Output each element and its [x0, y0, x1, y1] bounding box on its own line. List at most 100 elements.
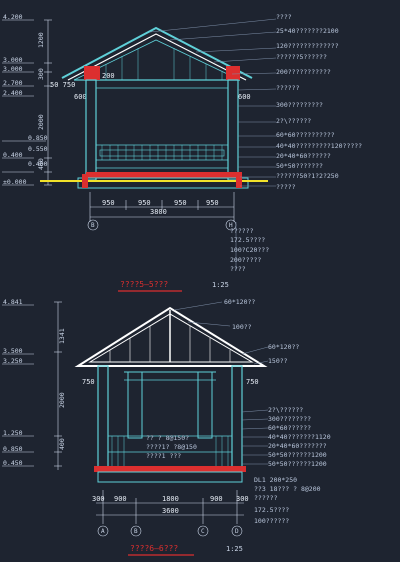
callout-note: ?????? — [276, 84, 300, 92]
mark-label: 750 — [82, 378, 95, 386]
level-label: 1.250 — [3, 429, 23, 437]
callout-note: 300???????? — [268, 415, 311, 423]
dimension-label: 950 — [102, 199, 115, 207]
callout-note: 200????? — [230, 256, 261, 264]
dl-note: DL1 200*250 — [254, 476, 297, 484]
callout-note: 60*60?????? — [268, 424, 311, 432]
dimension-label: 400 — [58, 438, 66, 450]
axis-bubble — [197, 525, 209, 537]
level-label: 2.700 — [3, 79, 23, 87]
dimension-label: 1800 — [162, 495, 179, 503]
callout-note: 2?\?????? — [276, 117, 311, 125]
center-note: ????1 ??? — [146, 452, 181, 460]
roof-note: 60*120?? — [268, 343, 299, 351]
axis-label: A — [101, 528, 105, 535]
axis-bubble — [97, 525, 109, 537]
total-dimension: 3600 — [162, 507, 179, 515]
dl-note: ??3 18??? ? 8@200 — [254, 485, 321, 493]
callout-note: ???? — [230, 265, 246, 273]
dimension-label: 400 — [37, 158, 45, 170]
center-note: ?? ? 8@150? — [146, 434, 189, 442]
dimension-label: 950 — [138, 199, 151, 207]
level-label: ±0.000 — [3, 178, 27, 186]
top-leaders — [149, 18, 277, 270]
level-label: 0.850 — [3, 445, 23, 453]
roof-note: 150?? — [268, 357, 288, 365]
level-label: 0.400 — [3, 151, 23, 159]
callout-note: 50*50??????1200 — [268, 460, 327, 468]
dl-note: ?????? — [254, 494, 278, 502]
callout-note: 20*40*60??????? — [268, 442, 327, 450]
center-note: ????1? ?8@150 — [146, 443, 197, 451]
level-label: 0.400 — [28, 160, 48, 168]
dimension-label: 300 — [37, 68, 45, 80]
callout-note: 172.5???? — [230, 236, 265, 244]
axis-label: C — [201, 528, 205, 535]
bottom-bottom-dimension — [96, 490, 244, 524]
axis-label: D — [235, 528, 239, 535]
axis-label: H — [229, 222, 233, 229]
callout-note: 40*40???????1120 — [268, 433, 331, 441]
callout-note: 100?????? — [254, 517, 289, 525]
section-top: 4.200 3.000 3.000 2.700 2.400 0.850 0.55… — [2, 13, 362, 292]
mark-label: 750 — [246, 378, 259, 386]
callout-note: 60*60?????????? — [276, 131, 335, 139]
beam-red — [86, 172, 242, 178]
top-columns — [85, 79, 239, 181]
scale-label: 1:25 — [226, 545, 243, 553]
callout-note: 50*50??????? — [276, 162, 323, 170]
mark-label: 300 — [236, 495, 249, 503]
foundation — [77, 177, 249, 189]
mark-label: 600 — [238, 93, 251, 101]
section-bottom: 4.841 3.500 3.250 1.250 0.850 0.450 1341… — [2, 298, 331, 556]
dimension-label: 900 — [114, 495, 127, 503]
scale-label: 1:25 — [212, 281, 229, 289]
section-title: ????5—5??? — [120, 280, 168, 289]
foundation — [97, 471, 243, 483]
level-label: 4.200 — [3, 13, 23, 21]
callout-note: ?????? — [230, 227, 254, 235]
callout-note: ??????50?1?2?250 — [276, 172, 339, 180]
level-label: 0.550 — [28, 145, 48, 153]
bottom-columns — [97, 365, 243, 471]
total-dimension: 3800 — [150, 208, 167, 216]
roof-note: 100?? — [232, 323, 252, 331]
callout-note: 172.5???? — [254, 506, 289, 514]
dimension-label: 900 — [210, 495, 223, 503]
level-label: 3.500 — [3, 347, 23, 355]
mark-label: 50 750 — [50, 81, 75, 89]
axis-bubble — [130, 525, 142, 537]
callout-note: 2?\?????? — [268, 406, 303, 414]
bottom-left-dimension-chain — [2, 301, 62, 470]
bottom-leaders — [173, 301, 269, 465]
callout-note: 20*40*60?????? — [276, 152, 331, 160]
callout-note: 50*50??????1200 — [268, 451, 327, 459]
dimension-label: 2000 — [37, 114, 45, 130]
callout-note: ???? — [276, 13, 292, 21]
level-label: 2.400 — [3, 89, 23, 97]
section-title: ????6—6??? — [130, 544, 178, 553]
top-left-dimension-chain — [2, 19, 52, 186]
callout-note: 120????????????? — [276, 42, 339, 50]
axis-bubble — [87, 219, 99, 231]
dimension-label: 1341 — [58, 328, 66, 344]
beam-red — [94, 466, 246, 472]
callout-note: 100?C20??? — [230, 246, 269, 254]
axis-label: B — [134, 528, 138, 535]
callout-note: 25*40???????2100 — [276, 27, 339, 35]
level-label: 3.250 — [3, 357, 23, 365]
axis-bubble — [231, 525, 243, 537]
callout-note: ??????5?????? — [276, 53, 327, 61]
mark-label: 600 — [74, 93, 87, 101]
bottom-roof — [74, 306, 268, 367]
top-roof — [61, 26, 253, 81]
level-label: 3.000 — [3, 65, 23, 73]
axis-label: B — [91, 222, 95, 229]
dimension-label: 2000 — [58, 392, 66, 408]
level-label: 0.850 — [28, 134, 48, 142]
dimension-label: 1200 — [37, 32, 45, 48]
callout-note: 300????????? — [276, 101, 323, 109]
level-label: 4.841 — [3, 298, 23, 306]
dimension-label: 950 — [206, 199, 219, 207]
